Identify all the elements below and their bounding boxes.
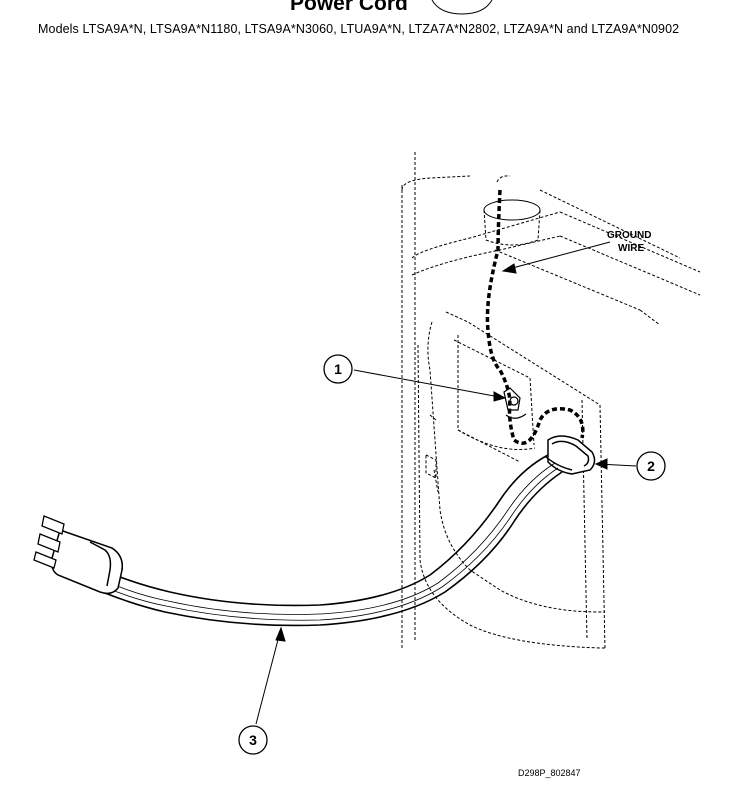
models-list: Models LTSA9A*N, LTSA9A*N1180, LTSA9A*N3… (38, 22, 680, 36)
power-cord (104, 454, 563, 627)
callout-2-number: 2 (647, 458, 655, 474)
callout-2: 2 (636, 451, 666, 481)
ground-wire-label-line2: WIRE (618, 243, 644, 254)
ground-wire (485, 189, 585, 445)
ground-screw (503, 387, 527, 419)
page-title: Power Cord (290, 0, 408, 15)
plug (50, 529, 124, 595)
leader-lines (255, 241, 637, 725)
strain-relief (544, 435, 596, 475)
partial-circle-outline (431, 0, 493, 15)
callout-3-number: 3 (249, 732, 257, 748)
wire-bushing (483, 175, 541, 246)
callout-3: 3 (238, 725, 268, 755)
callout-1-number: 1 (334, 361, 342, 377)
callout-1: 1 (323, 354, 353, 384)
plug-prongs (33, 515, 65, 569)
ground-wire-label: GROUND (607, 230, 651, 241)
cabinet-outline (401, 152, 701, 651)
figure-reference: D298P_802847 (518, 768, 581, 778)
